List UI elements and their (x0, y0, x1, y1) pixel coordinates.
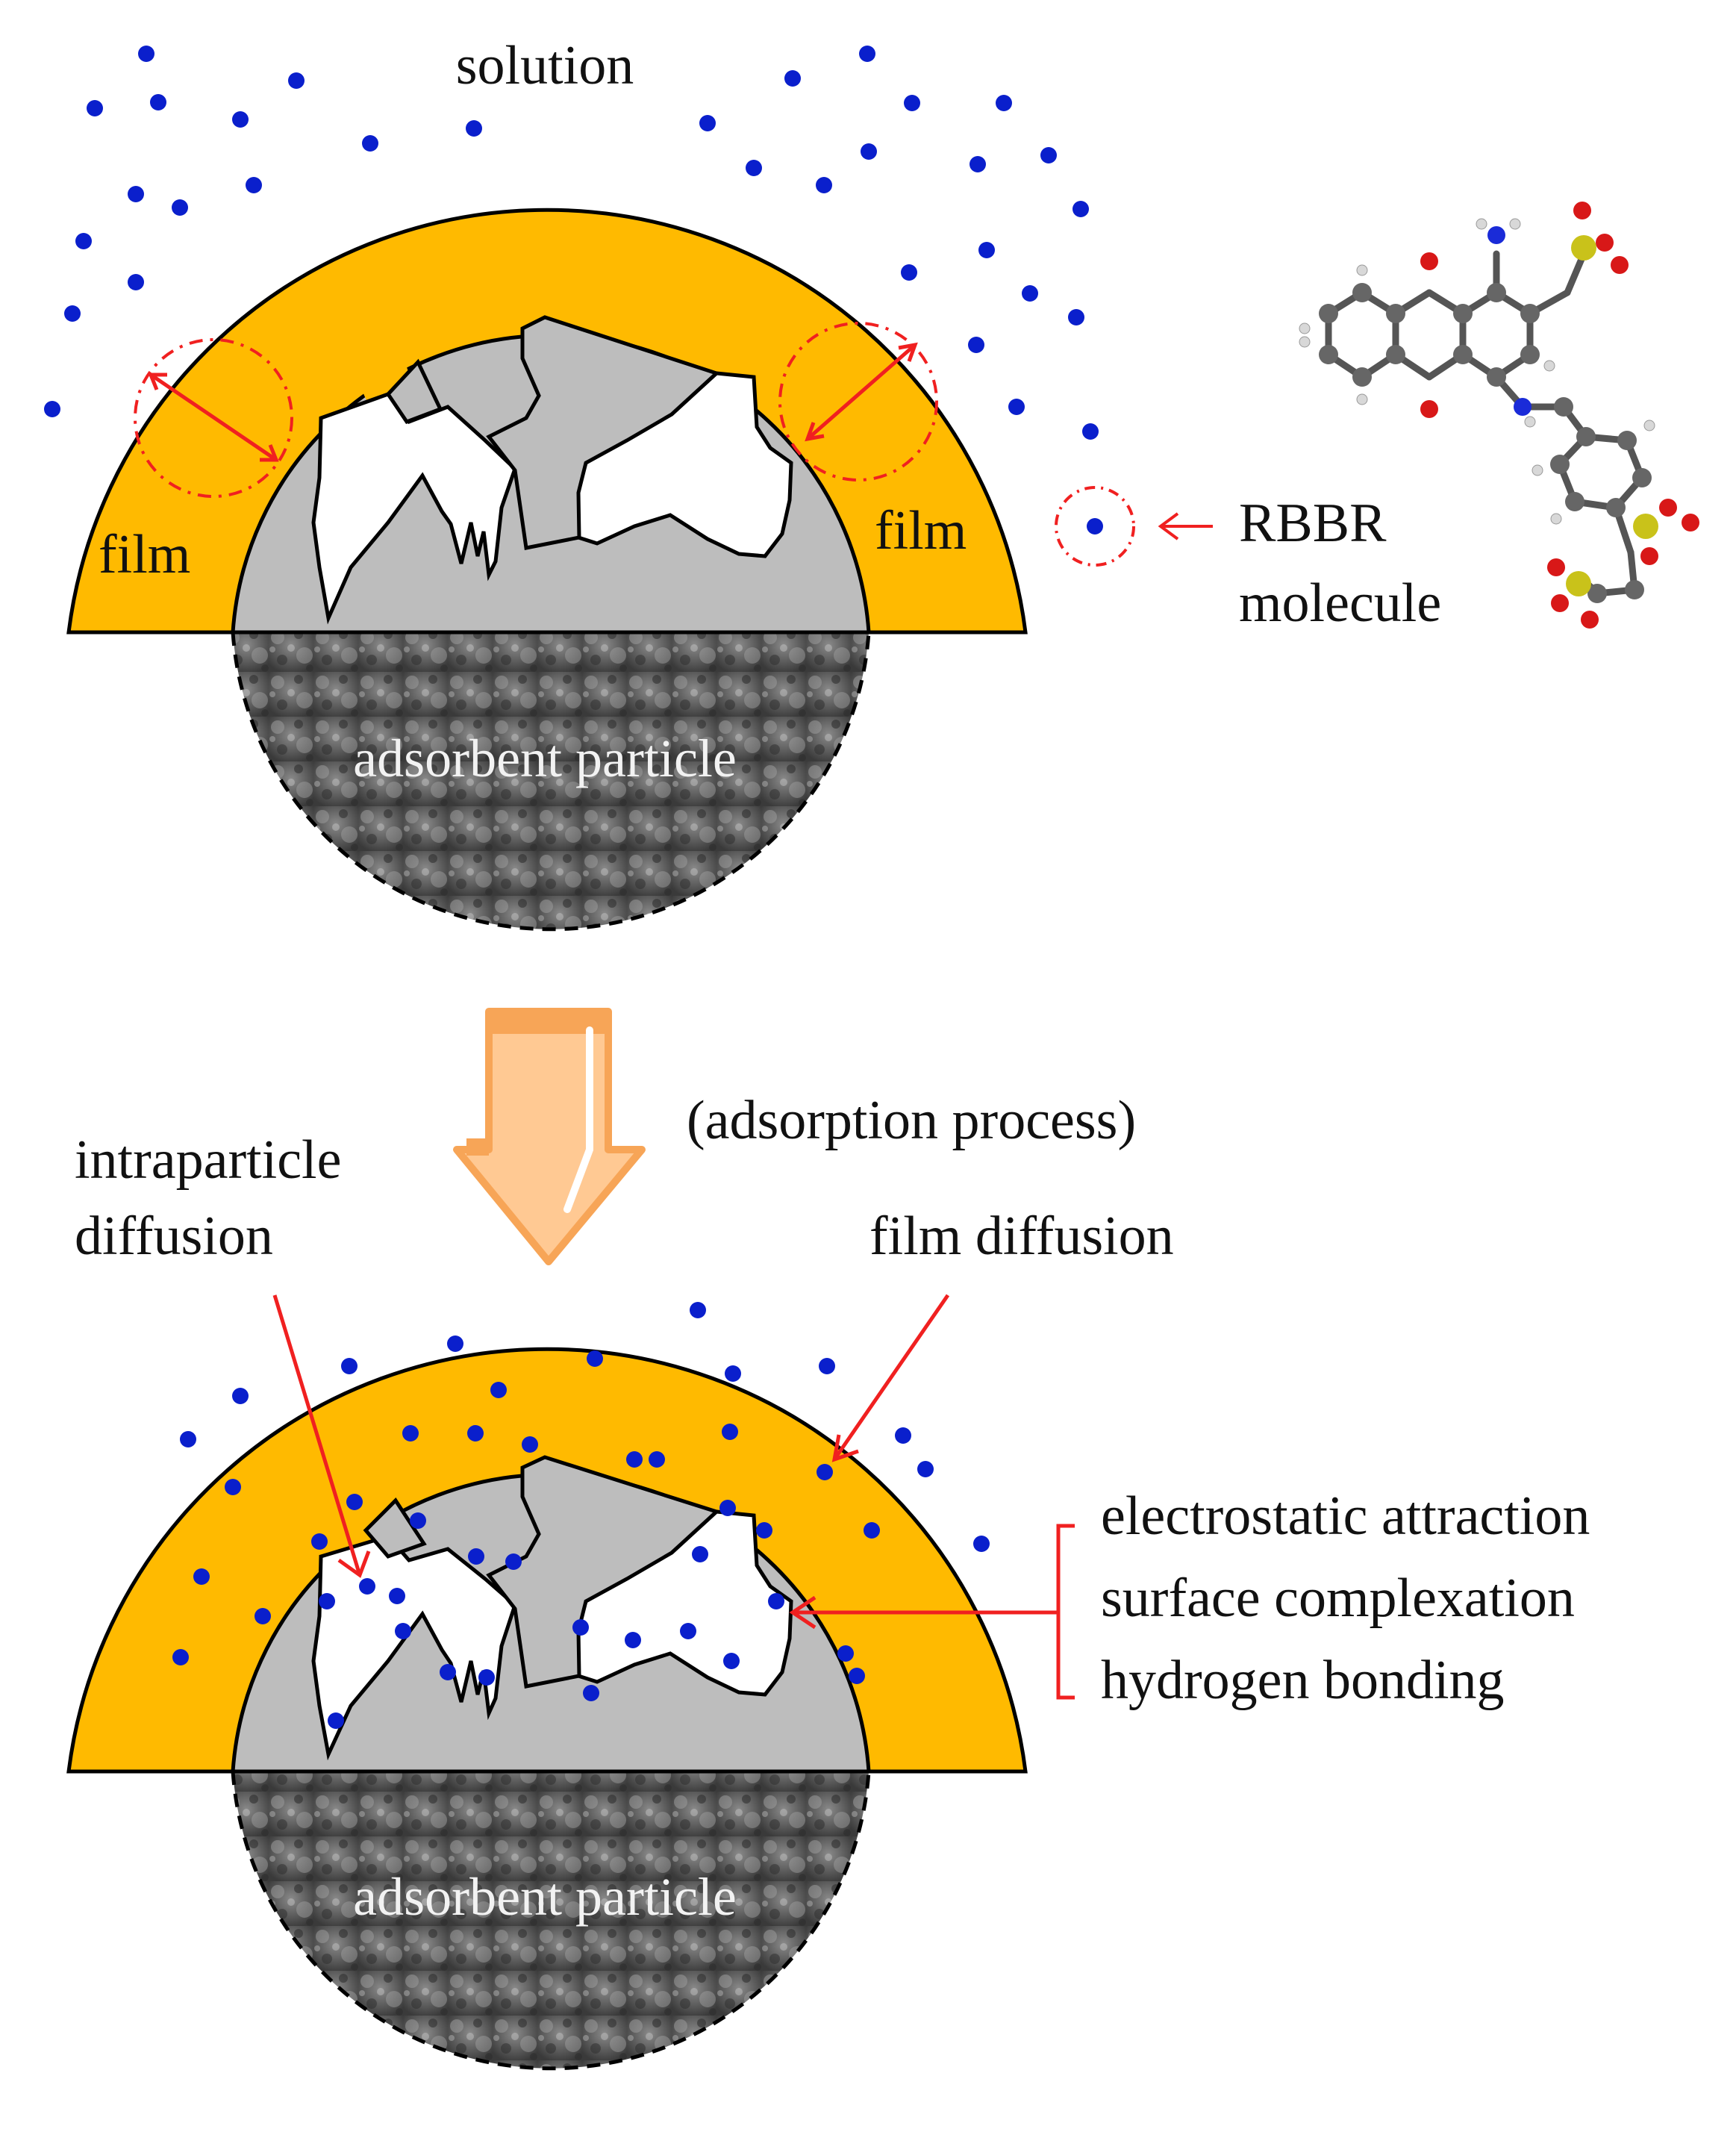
particle-tooth-top (486, 315, 720, 550)
rbbr-pointer-arrow (1158, 512, 1213, 540)
rbbr-legend-ring (1055, 486, 1135, 567)
process-arrow-icon (453, 1008, 646, 1265)
film-diffusion-label: film diffusion (869, 1206, 1174, 1267)
particle-tooth-bottom (486, 1455, 720, 1689)
particle-boundary-top (231, 632, 871, 932)
mechanism-label-2: surface complexation (1101, 1568, 1575, 1629)
solution-label: solution (456, 35, 634, 96)
mechanism-arrow (789, 1595, 1058, 1630)
top-panel: solution film film RBBR molecule (44, 35, 1699, 932)
intraparticle-label-line1: intraparticle (75, 1129, 341, 1191)
film-thickness-marker-left (134, 338, 293, 498)
intraparticle-label-line2: diffusion (75, 1206, 273, 1267)
particle-ridge-top (385, 358, 443, 425)
film-thickness-marker-right (778, 322, 938, 481)
particle-boundary-bottom (231, 1771, 871, 2071)
film-label-left: film (99, 524, 190, 585)
sem-image-top (233, 632, 869, 929)
mechanism-bracket (1056, 1524, 1075, 1700)
adsorbent-label-bottom: adsorbent particle (353, 1867, 737, 1927)
mechanism-label-1: electrostatic attraction (1101, 1486, 1590, 1547)
sem-image-bottom (233, 1771, 869, 2069)
film-diffusion-arrow (831, 1294, 950, 1462)
solution-molecules (44, 46, 1099, 440)
film-label-right: film (875, 500, 967, 561)
mechanism-label-3: hydrogen bonding (1101, 1650, 1505, 1711)
adsorbent-label-top: adsorbent particle (353, 729, 737, 788)
rbbr-molecule-icon (1299, 202, 1699, 629)
adsorption-process-label: (adsorption process) (687, 1090, 1136, 1151)
adsorbed-molecules (172, 1302, 990, 1729)
pore-left-top (311, 392, 517, 625)
intraparticle-diffusion-arrow (272, 1294, 371, 1578)
bottom-panel: intraparticle diffusion film diffusion e… (66, 1129, 1590, 2071)
rbbr-legend-dot (1087, 518, 1103, 534)
particle-ridge-bottom (363, 1497, 427, 1559)
rbbr-label-line2: molecule (1239, 573, 1441, 634)
rbbr-label-line1: RBBR (1239, 493, 1387, 554)
